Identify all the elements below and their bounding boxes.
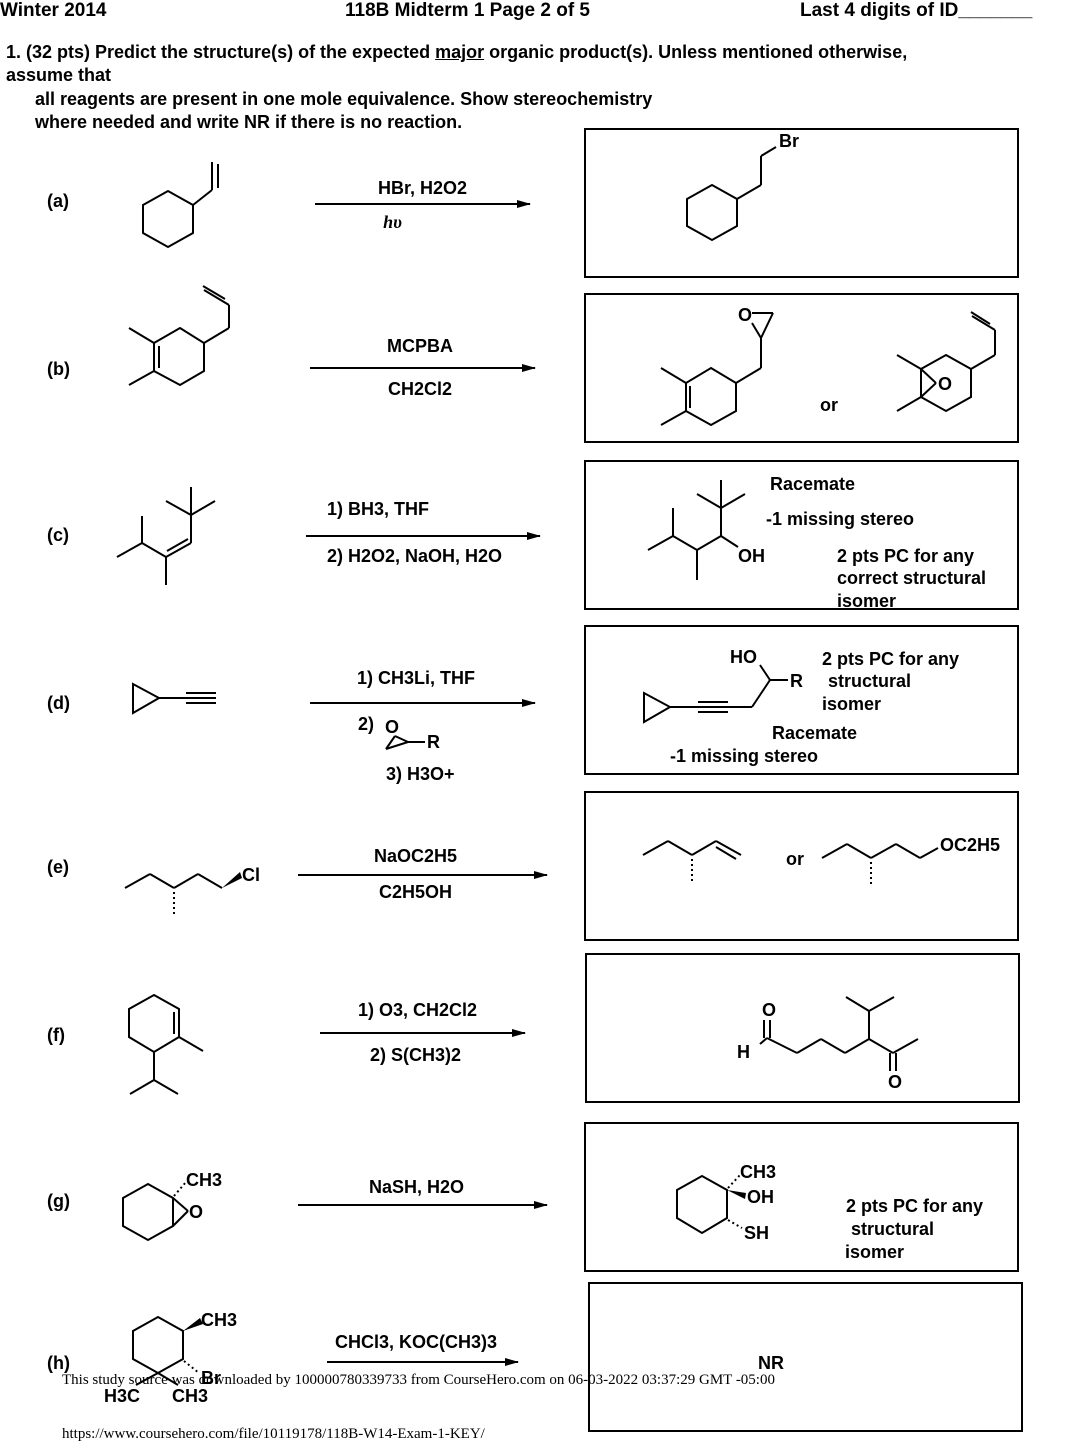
note-pc-d-2: structural	[828, 671, 912, 691]
atom-label: CH3	[740, 1162, 776, 1182]
note-pc-c-3: isomer	[837, 591, 897, 611]
label-f: (f)	[47, 1025, 65, 1045]
question-line1: 1. (32 pts) Predict the structure(s) of …	[6, 42, 908, 62]
label-h: (h)	[47, 1353, 70, 1373]
note-pc-g-3: isomer	[845, 1242, 905, 1262]
reagent-top-f: 1) O3, CH2Cl2	[358, 1000, 478, 1020]
note-nr-h: NR	[758, 1353, 784, 1373]
question-line4: where needed and write NR if there is no…	[35, 112, 463, 132]
label-d: (d)	[47, 693, 70, 713]
note-or-e: or	[786, 849, 804, 869]
reagent-top-e: NaOC2H5	[373, 846, 458, 866]
reagent-top-d: 1) CH3Li, THF	[357, 668, 476, 688]
reagent-bottom-b: CH2Cl2	[387, 379, 453, 399]
label-e: (e)	[47, 857, 69, 877]
header-title: 118B Midterm 1 Page 2 of 5	[345, 0, 590, 21]
atom-label: CH3	[172, 1386, 208, 1406]
note-pc-c-2: correct structural	[837, 568, 987, 588]
note-pc-c-1: 2 pts PC for any	[837, 546, 975, 566]
reagent-bottom-f: 2) S(CH3)2	[370, 1045, 462, 1065]
atom-label: O	[888, 1072, 902, 1092]
question-line2: assume that	[6, 65, 112, 85]
atom-label: H3C	[104, 1386, 140, 1406]
question-line3: all reagents are present in one mole equ…	[35, 89, 653, 109]
reagent-top-b: MCPBA	[387, 336, 453, 356]
answer-box-f	[585, 953, 1020, 1103]
reagent-epoxide-d: O R	[385, 717, 440, 752]
atom-label: OC2H5	[940, 835, 1000, 855]
footer-url: https://www.coursehero.com/file/10119178…	[62, 1426, 485, 1442]
answer-box-h	[588, 1282, 1023, 1432]
start-structure-a	[142, 162, 219, 249]
label-c: (c)	[47, 525, 69, 545]
header-term: Winter 2014	[0, 0, 107, 21]
atom-label: SH	[744, 1223, 769, 1243]
product-structure-c: OH	[647, 480, 765, 580]
product-structure-g: CH3 OH SH	[676, 1162, 776, 1243]
start-structure-h: CH3 Br H3C CH3	[104, 1310, 237, 1406]
product-structure-d: HO R	[643, 647, 803, 724]
atom-label: R	[427, 732, 440, 752]
footer-download-notice: This study source was downloaded by 1000…	[62, 1372, 775, 1388]
start-structure-g: O CH3	[122, 1170, 222, 1242]
product-structure-b: O O	[660, 305, 996, 427]
note-or-b: or	[820, 395, 838, 415]
reagent-extra-d: 3) H3O+	[386, 764, 455, 784]
atom-label: Br	[201, 1368, 221, 1388]
reagent-bottom-c: 2) H2O2, NaOH, H2O	[327, 546, 503, 566]
note-missing-stereo-d: -1 missing stereo	[670, 746, 819, 766]
atom-label: R	[790, 671, 803, 691]
label-a: (a)	[47, 191, 69, 211]
note-pc-g-1: 2 pts PC for any	[846, 1196, 984, 1216]
answer-box-b	[584, 293, 1019, 443]
note-missing-stereo-c: -1 missing stereo	[766, 509, 915, 529]
reagent-top-a: HBr, H2O2	[377, 178, 468, 198]
header-id-field: Last 4 digits of ID_______	[800, 0, 1033, 21]
atom-label: O	[189, 1202, 203, 1222]
atom-label: O	[938, 374, 952, 394]
atom-label: O	[762, 1000, 776, 1020]
product-structure-a: Br	[686, 131, 799, 242]
answer-box-e	[584, 791, 1019, 941]
note-racemate-c: Racemate	[770, 474, 856, 494]
label-b: (b)	[47, 359, 70, 379]
atom-label: O	[385, 717, 399, 737]
product-structure-f: O H O	[737, 996, 919, 1092]
start-structure-d	[132, 682, 216, 715]
note-pc-d-3: isomer	[822, 694, 882, 714]
label-g: (g)	[47, 1191, 70, 1211]
atom-label: H	[737, 1042, 750, 1062]
answer-box-c	[584, 460, 1019, 610]
reagent-bottom-e: C2H5OH	[378, 882, 453, 902]
answer-box-a	[584, 128, 1019, 278]
start-structure-e: Cl	[124, 865, 260, 917]
note-pc-g-2: structural	[851, 1219, 935, 1239]
start-structure-b	[128, 285, 230, 387]
atom-label: OH	[747, 1187, 774, 1207]
start-structure-f	[128, 993, 204, 1095]
atom-label: HO	[730, 647, 757, 667]
product-structure-e: OC2H5	[642, 835, 1000, 887]
reagent-top-c: 1) BH3, THF	[327, 499, 430, 519]
atom-label: Br	[779, 131, 799, 151]
atom-label: Cl	[242, 865, 260, 885]
atom-label: O	[738, 305, 752, 325]
atom-label: CH3	[186, 1170, 222, 1190]
start-structure-c	[116, 487, 216, 585]
atom-label: OH	[738, 546, 765, 566]
reagent-bottom-a: hυ	[383, 212, 402, 232]
note-racemate-d: Racemate	[772, 723, 858, 743]
reagent-top-h: CHCl3, KOC(CH3)3	[335, 1332, 498, 1352]
atom-label: CH3	[201, 1310, 237, 1330]
reagent-top-g: NaSH, H2O	[369, 1177, 465, 1197]
answer-box-g	[584, 1122, 1019, 1272]
note-pc-d-1: 2 pts PC for any	[822, 649, 960, 669]
reagent-bottom-d: 2)	[358, 714, 375, 734]
